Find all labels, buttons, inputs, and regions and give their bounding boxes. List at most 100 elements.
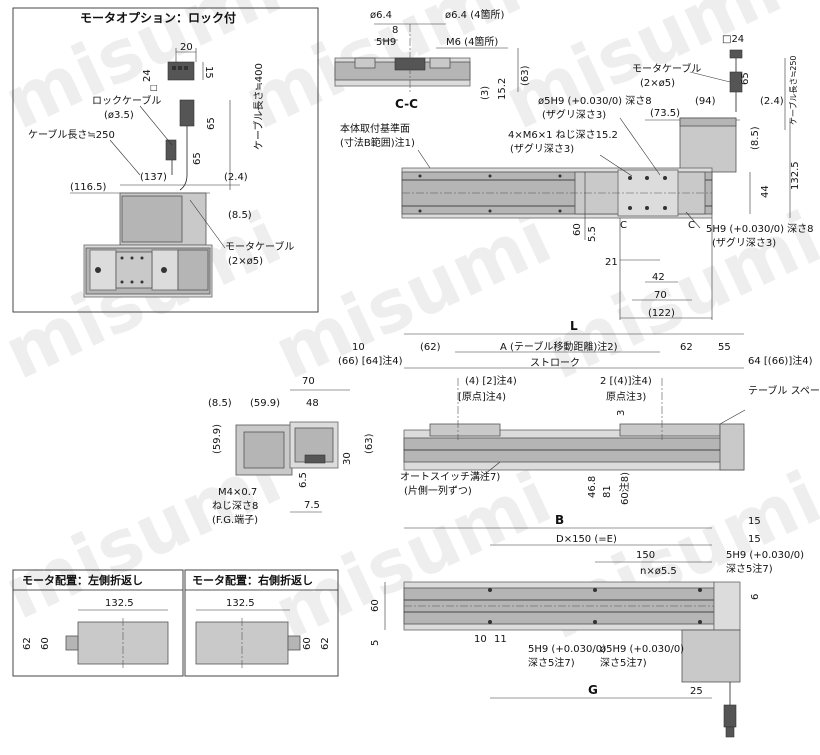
svg-text:深さ5注7): 深さ5注7) (528, 656, 575, 669)
end-view: 70 (8.5) (59.9) 48 (59.9) (63) 30 M4×0.7… (208, 376, 375, 526)
svg-text:(ザグリ深さ3): (ザグリ深さ3) (712, 236, 776, 249)
svg-text:(63): (63) (364, 433, 375, 454)
svg-text:65: 65 (740, 72, 751, 85)
svg-text:深さ5注7): 深さ5注7) (600, 656, 647, 669)
svg-text:42: 42 (652, 272, 665, 283)
side-view: L 10 (62) A (テーブル移動距離)注2) 62 55 (66) [64… (338, 319, 820, 505)
top-right-view: □24 モータケーブル (2×ø5) 65 ケーブル長さ≒250 (94) (2… (340, 34, 814, 320)
svg-text:(2×ø5): (2×ø5) (640, 78, 675, 89)
svg-text:48: 48 (306, 398, 319, 409)
svg-text:5H9 (+0.030/0): 5H9 (+0.030/0) (726, 550, 804, 561)
svg-text:C: C (620, 220, 627, 231)
svg-text:(F.G.端子): (F.G.端子) (212, 513, 258, 526)
svg-text:(ザグリ深さ3): (ザグリ深さ3) (542, 108, 606, 121)
svg-text:70: 70 (654, 290, 667, 301)
svg-text:オートスイッチ溝注7): オートスイッチ溝注7) (400, 470, 500, 483)
svg-text:4×M6×1 ねじ深さ15.2: 4×M6×1 ねじ深さ15.2 (508, 129, 618, 141)
svg-text:□: □ (150, 83, 158, 92)
svg-text:62: 62 (320, 637, 331, 650)
svg-text:60: 60 (302, 637, 313, 650)
svg-text:65: 65 (206, 117, 217, 130)
svg-text:10: 10 (352, 342, 365, 353)
left-turn-panel: モータ配置：左側折返し 132.5 62 60 (12, 569, 184, 677)
svg-text:[原点]注4): [原点]注4) (458, 390, 506, 403)
svg-text:本体取付基準面: 本体取付基準面 (340, 122, 410, 135)
svg-text:misumi: misumi (262, 195, 564, 395)
svg-text:ø6.4: ø6.4 (370, 10, 392, 21)
svg-text:(ザグリ深さ3): (ザグリ深さ3) (510, 142, 574, 155)
svg-text:M4×0.7: M4×0.7 (218, 487, 257, 498)
svg-text:11: 11 (494, 634, 507, 645)
svg-text:(8.5): (8.5) (228, 210, 252, 221)
lock-option-panel: モータオプション：ロック付 20 15 24 □ 65 65 ケーブル長さ≒40… (12, 7, 319, 313)
svg-text:6: 6 (750, 594, 761, 600)
svg-text:n×ø5.5: n×ø5.5 (640, 566, 677, 577)
svg-text:24: 24 (142, 69, 153, 82)
svg-text:モータ配置：右側折返し: モータ配置：右側折返し (192, 573, 313, 587)
bottom-view: B 15 D×150 (=E) 15 150 n×ø5.5 5H9 (+0.03… (370, 513, 804, 738)
svg-text:15: 15 (748, 534, 761, 545)
svg-text:ø5H9 (+0.030/0) 深さ8: ø5H9 (+0.030/0) 深さ8 (538, 95, 652, 107)
svg-text:(59.9): (59.9) (250, 398, 280, 409)
svg-text:ケーブル長さ≒250: ケーブル長さ≒250 (28, 128, 115, 141)
svg-text:60注8): 60注8) (618, 472, 631, 505)
svg-text:(2×ø5): (2×ø5) (228, 256, 263, 267)
right-turn-panel: モータ配置：右側折返し 132.5 60 62 (184, 569, 339, 677)
svg-text:(73.5): (73.5) (650, 108, 680, 119)
svg-text:(94): (94) (695, 96, 716, 107)
svg-text:5H9 (+0.030/0): 5H9 (+0.030/0) (528, 644, 606, 655)
svg-text:ストローク: ストローク (530, 357, 580, 369)
svg-text:(ø3.5): (ø3.5) (104, 110, 134, 121)
svg-text:30: 30 (342, 452, 353, 465)
svg-text:モータケーブル: モータケーブル (225, 240, 294, 253)
svg-text:(63): (63) (520, 65, 531, 86)
svg-text:(122): (122) (648, 308, 675, 319)
svg-text:7.5: 7.5 (304, 500, 320, 511)
svg-text:□24: □24 (722, 34, 744, 45)
svg-text:65: 65 (192, 152, 203, 165)
svg-text:モータ配置：左側折返し: モータ配置：左側折返し (22, 573, 143, 587)
svg-text:64 [(66)]注4): 64 [(66)]注4) (748, 354, 813, 367)
svg-text:44: 44 (760, 185, 771, 198)
svg-text:A (テーブル移動距離)注2): A (テーブル移動距離)注2) (500, 340, 618, 353)
svg-text:60: 60 (370, 599, 381, 612)
svg-text:15: 15 (748, 516, 761, 527)
svg-text:(片側一列ずつ): (片側一列ずつ) (404, 484, 472, 497)
svg-text:25: 25 (690, 686, 703, 697)
svg-text:(62): (62) (420, 342, 441, 353)
cc-title: C-C (395, 97, 418, 111)
svg-text:(3): (3) (480, 86, 491, 100)
svg-text:62: 62 (680, 342, 693, 353)
view-cc: ø6.4 ø6.4 (4箇所) 8 5H9 M6 (4箇所) (3) 15.2 … (334, 8, 531, 111)
svg-text:132.5: 132.5 (105, 598, 134, 609)
svg-text:ø5H9 (+0.030/0): ø5H9 (+0.030/0) (600, 644, 684, 655)
svg-text:60: 60 (572, 223, 583, 236)
svg-text:5: 5 (370, 640, 381, 646)
svg-text:B: B (555, 513, 564, 527)
svg-text:L: L (570, 319, 578, 333)
svg-text:(137): (137) (140, 172, 167, 183)
svg-text:5.5: 5.5 (587, 226, 598, 242)
svg-text:6.5: 6.5 (298, 472, 309, 488)
svg-text:15.2: 15.2 (497, 78, 508, 100)
svg-text:(59.9): (59.9) (212, 424, 223, 454)
svg-text:ねじ深さ8: ねじ深さ8 (212, 500, 258, 512)
svg-text:81: 81 (602, 485, 613, 498)
svg-text:(66) [64]注4): (66) [64]注4) (338, 354, 403, 367)
svg-text:(8.5): (8.5) (208, 398, 232, 409)
svg-text:(2.4): (2.4) (760, 96, 784, 107)
svg-text:深さ5注7): 深さ5注7) (726, 562, 773, 575)
svg-text:70: 70 (302, 376, 315, 387)
svg-text:G: G (588, 683, 598, 697)
svg-text:15: 15 (203, 66, 214, 79)
svg-text:M6 (4箇所): M6 (4箇所) (446, 35, 498, 48)
svg-text:3: 3 (616, 410, 627, 416)
svg-text:ケーブル長さ≒400: ケーブル長さ≒400 (252, 63, 265, 150)
svg-text:テーブル スペーサ: テーブル スペーサ (748, 384, 820, 397)
svg-text:21: 21 (605, 257, 618, 268)
svg-text:20: 20 (180, 42, 193, 53)
svg-text:(4) [2]注4): (4) [2]注4) (465, 374, 517, 387)
svg-text:(116.5): (116.5) (70, 182, 107, 193)
svg-text:モータケーブル: モータケーブル (632, 62, 701, 75)
